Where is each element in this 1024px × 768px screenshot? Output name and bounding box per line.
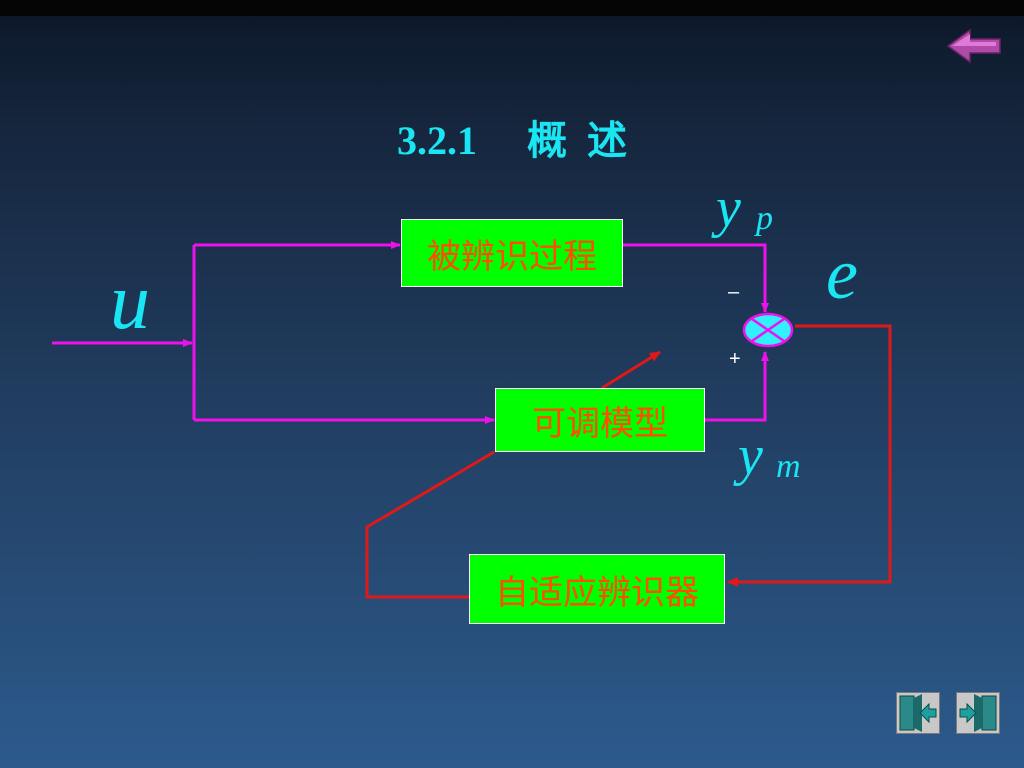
yp-line (622, 243, 769, 313)
minus-sign: – (728, 281, 740, 303)
return-arrow-icon[interactable] (946, 26, 1002, 66)
model-block: 可调模型 (495, 388, 705, 452)
identifier-block: 自适应辨识器 (469, 554, 725, 624)
ym-base: y (738, 425, 763, 487)
top-band (0, 0, 1024, 16)
input-label-u: u (110, 258, 150, 346)
parameter-adjust-arrow (601, 350, 661, 390)
door-enter-right-icon[interactable] (956, 692, 1000, 734)
ym-label: y m (738, 428, 828, 488)
error-feedback-line (727, 324, 892, 587)
yp-subscript: p (756, 200, 773, 237)
ym-subscript: m (776, 448, 801, 485)
error-label-e: e (826, 234, 858, 314)
ym-line (704, 351, 769, 422)
slide-title: 3.2.1 概 述 (397, 118, 627, 163)
sum-junction (742, 312, 794, 348)
plus-sign: + (729, 348, 741, 370)
yp-base: y (716, 177, 741, 239)
yp-label: y p (716, 180, 796, 240)
door-exit-left-icon[interactable] (896, 692, 940, 734)
adaptation-line (365, 450, 495, 599)
process-block: 被辨识过程 (401, 219, 623, 287)
